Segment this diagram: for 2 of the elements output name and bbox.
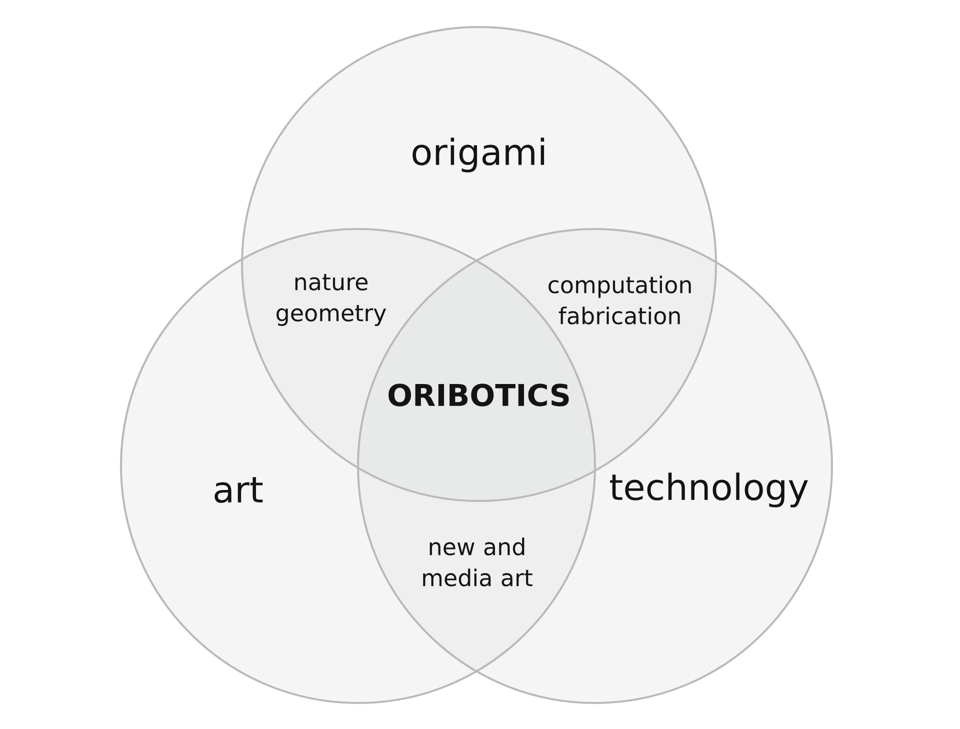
overlap-label: new and media art	[423, 538, 532, 586]
overlap-label: ORIBOTICS	[388, 384, 569, 406]
